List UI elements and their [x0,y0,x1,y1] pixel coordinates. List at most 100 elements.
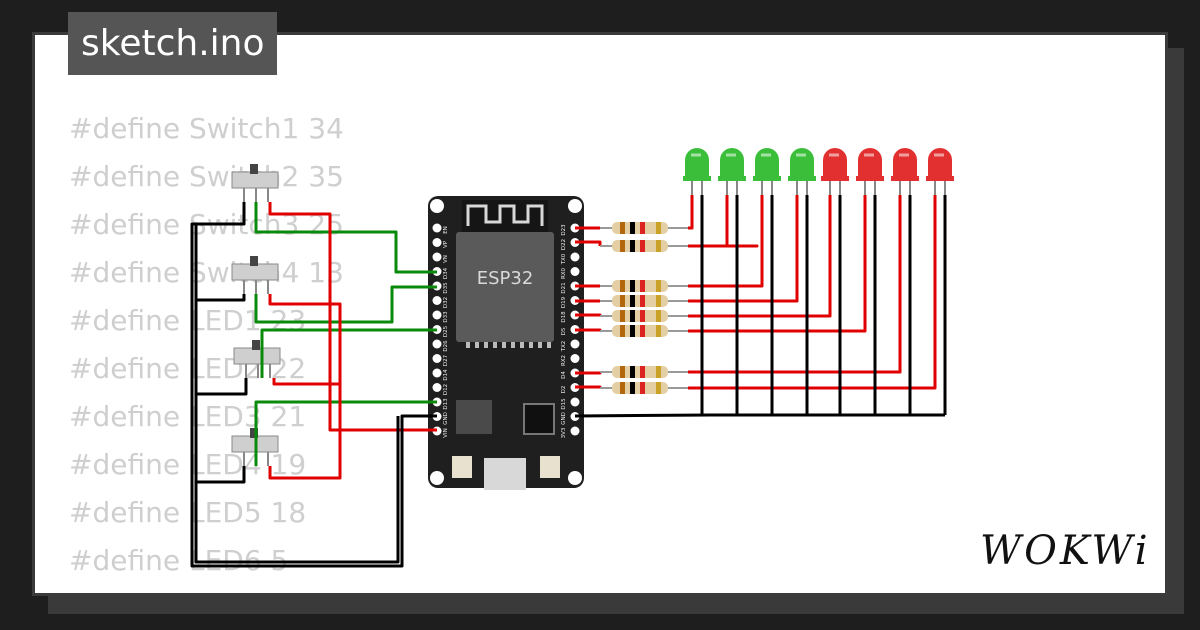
module-pad [538,342,542,348]
pin-left [432,383,442,392]
led-rim [753,176,781,181]
pin-left [432,252,442,262]
resistor-band [620,382,625,394]
pin-label: D15 [561,398,567,410]
pin-label: D25 [443,325,449,337]
wire-gnd [190,202,437,568]
led-rim [683,176,711,181]
code-line: #define LED1 23 [69,304,307,337]
switch-handle [250,428,258,438]
wokwi-logo: WOKWi [980,528,1151,574]
led-green [685,148,709,178]
pin-label: D33 [443,311,449,323]
resistor-band [630,240,635,252]
resistor-band [640,366,645,378]
wire-led-anode [688,195,937,390]
wire-led-signal [575,328,602,332]
pin-right [570,339,580,349]
resistor-band [656,366,661,378]
pin-label: GND [561,412,567,425]
code-line: #define LED3 21 [69,400,307,433]
wire-switch2 [254,285,437,324]
pin-label: TX2 [561,341,567,353]
pin-label: VN [443,255,449,263]
wire-led-anode [688,195,799,303]
wire-switch1 [254,202,437,274]
pin-left [432,354,442,363]
usb-chip [523,403,555,435]
wire-led-anode [688,195,832,318]
pin-label: D12 [443,384,449,395]
led-rim [821,176,849,181]
wire-led-signal [575,371,602,375]
slide-switch [231,171,279,189]
pin-right [570,252,580,262]
resistor-band [640,222,645,234]
pin-label: D26 [443,340,449,352]
wire-led-signal [575,240,602,246]
led-rim [788,176,816,181]
resistor-band [620,325,625,337]
usb-port [484,458,526,490]
slide-switch [233,347,281,365]
led-red [858,148,882,178]
pin-label: D27 [443,354,449,366]
switch-handle [250,256,258,266]
resistor-band [656,325,661,337]
wire-vcc [268,430,342,480]
wire-switch4 [254,400,437,466]
resistor-band [656,295,661,307]
module-pad [475,342,479,348]
pin-right [570,412,580,421]
mount-hole [430,199,444,213]
resistor-band [620,240,625,252]
resistor-band [640,295,645,307]
resistor-band [630,325,635,337]
switch-handle [250,164,258,174]
pin-label: D18 [561,311,567,323]
resistor-band [630,310,635,322]
module-pad [529,342,533,348]
wire-led-anode [688,195,759,248]
pin-label: D2 [561,386,567,394]
led-red [823,148,847,178]
led-red [893,148,917,178]
pin-label: D23 [561,224,567,236]
led-green [755,148,779,178]
wire-led-signal [575,313,602,317]
led-rim [926,176,954,181]
pin-label: VIN [443,428,449,438]
pin-label: VP [443,240,449,248]
resistor-band [640,325,645,337]
mount-hole [568,471,582,485]
led-rim [891,176,919,181]
code-line: #define LED5 18 [69,496,307,529]
module-pad [466,342,470,348]
pin-label: GND [443,412,449,425]
boot-button [452,456,472,478]
code-line: #define LED7 4 [69,585,344,593]
module-pad [493,342,497,348]
led-rim [856,176,884,181]
wire-vcc [268,294,342,430]
wire-gnd [194,224,400,564]
esp32-module [456,232,554,342]
resistor-band [620,222,625,234]
resistor-band [630,222,635,234]
resistor-band [620,280,625,292]
module-pad [484,342,488,348]
module-pad [520,342,524,348]
resistor-band [656,280,661,292]
sketch-title[interactable]: sketch.ino [68,12,278,75]
wire-vcc [272,378,340,386]
switch-handle [252,340,260,350]
wire-led-anode [688,195,902,374]
pin-label: D19 [561,296,567,308]
pin-right [570,354,580,363]
module-pad [502,342,506,348]
resistor-band [640,240,645,252]
wire-gnd [196,466,246,484]
led-green [790,148,814,178]
pin-label: RX0 [561,267,567,279]
